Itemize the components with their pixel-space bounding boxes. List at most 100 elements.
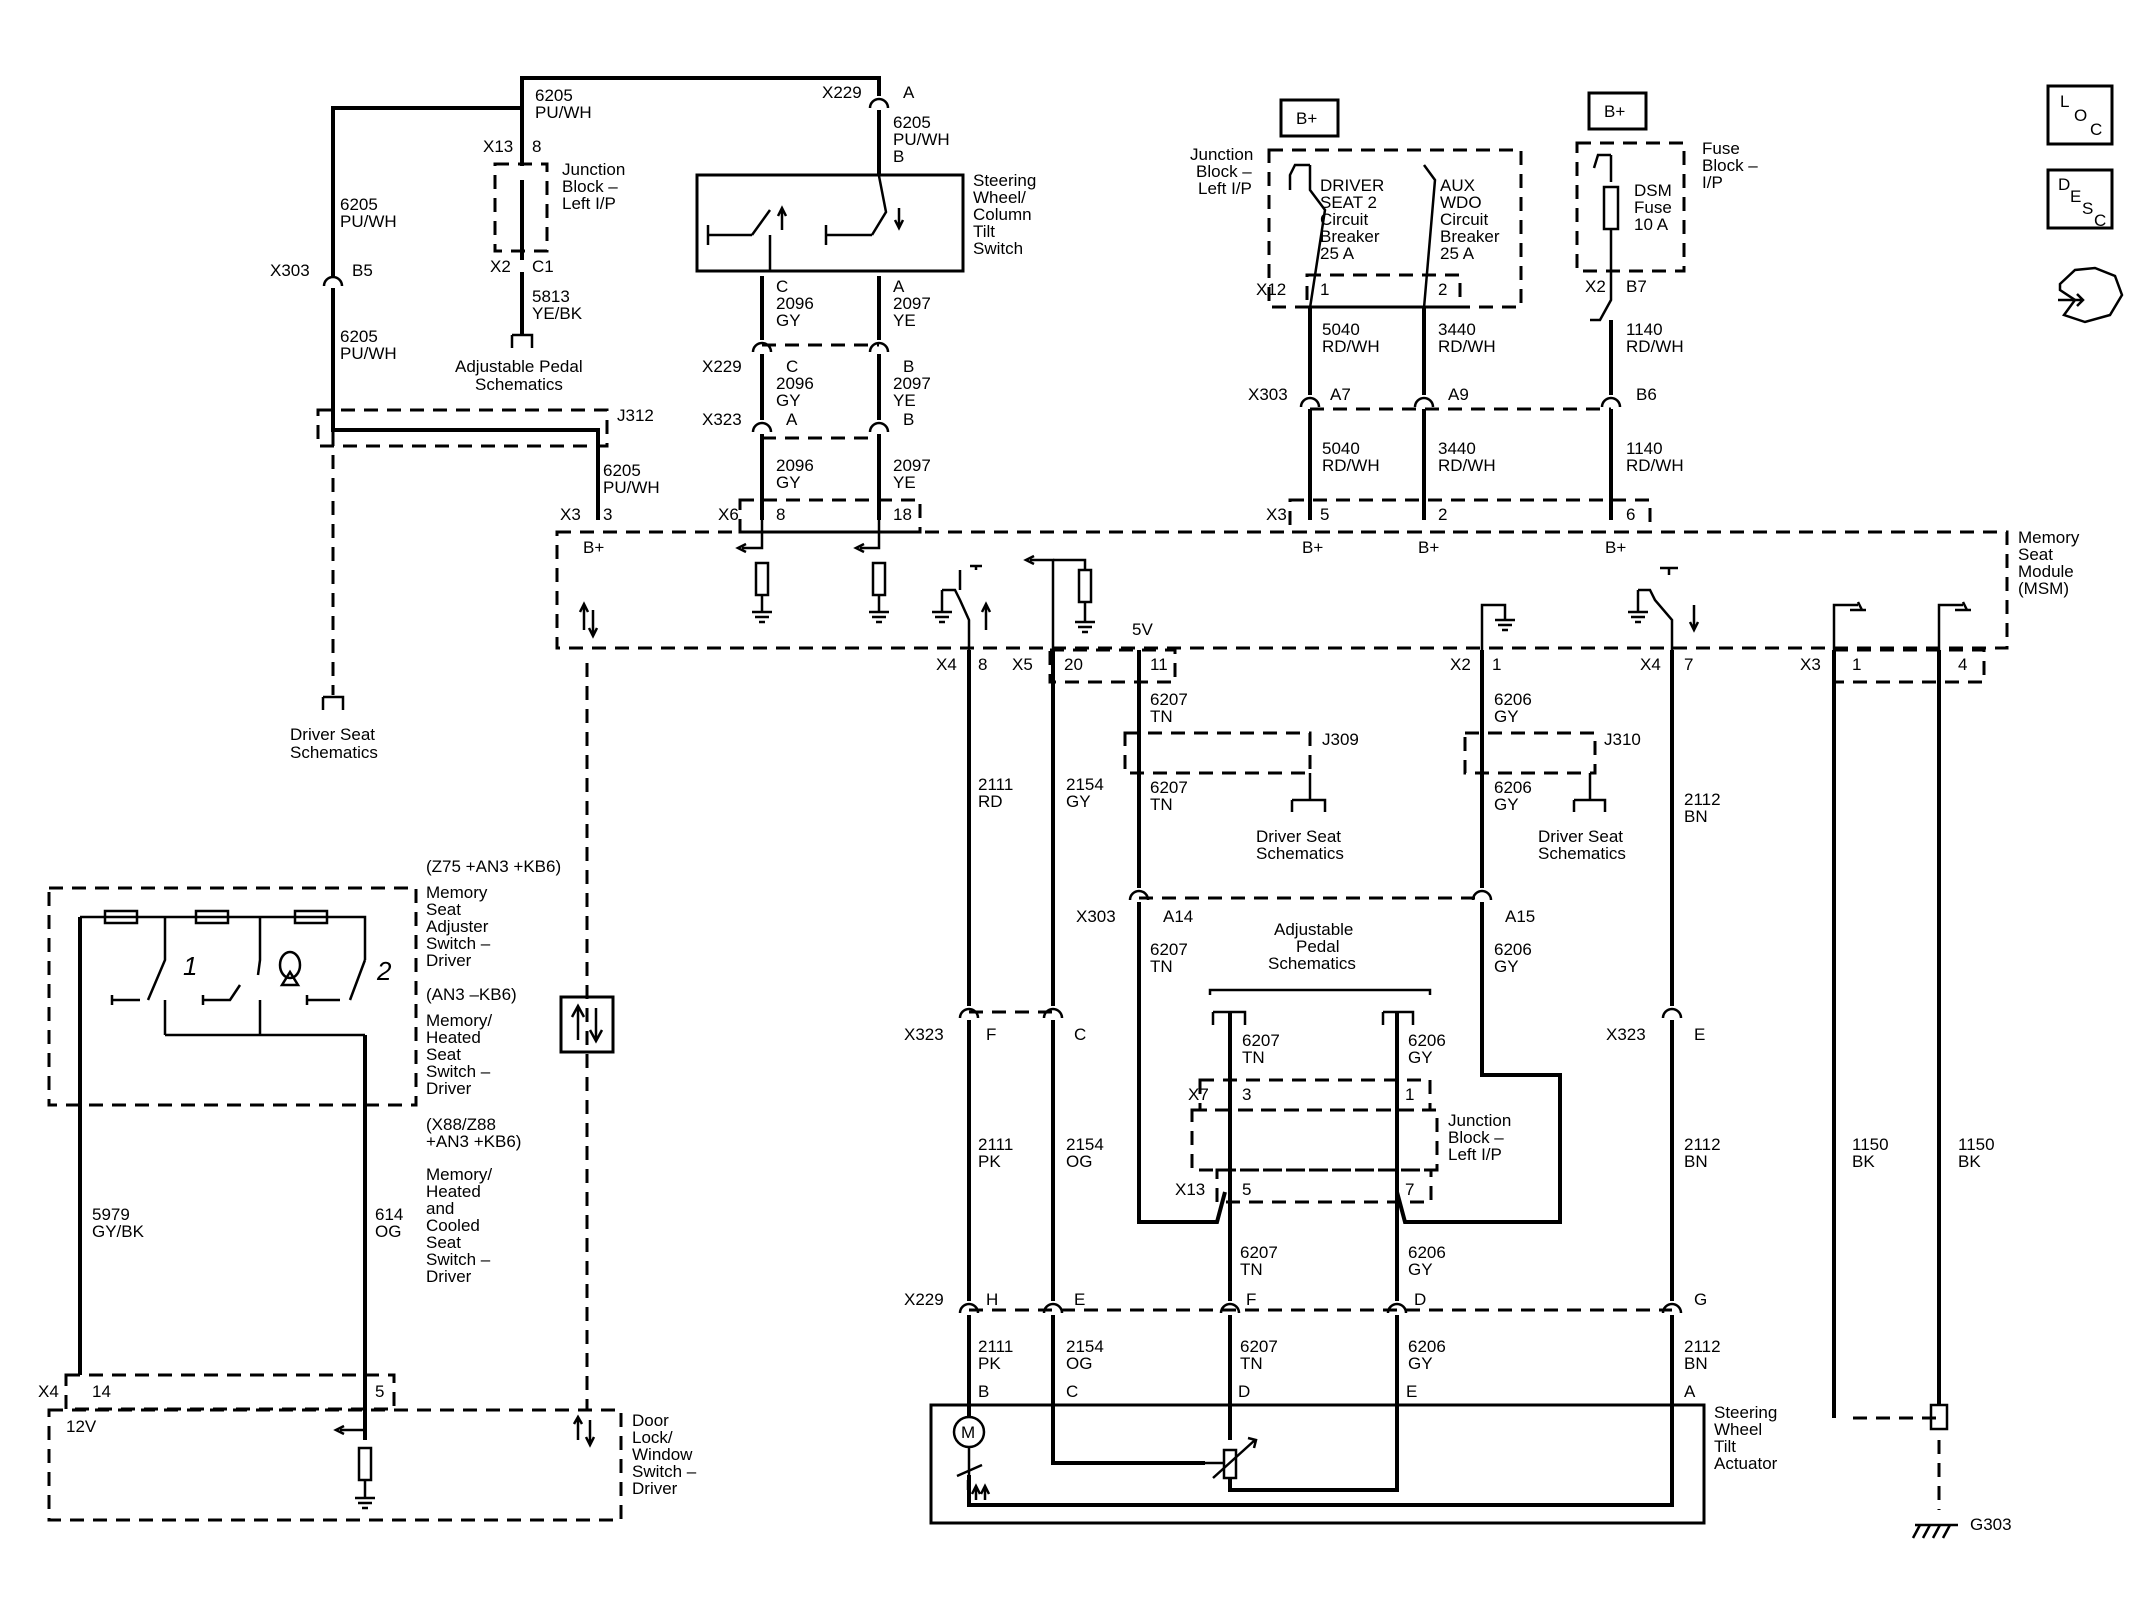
jb-c3: Left I/P (1448, 1145, 1502, 1164)
wire-6207-d: 6207 (1242, 1031, 1280, 1050)
legend-icons (2046, 84, 2124, 324)
conn-x303-b: X303 (1248, 385, 1288, 404)
pin-h: H (986, 1290, 998, 1309)
pin-a-a: A (893, 277, 905, 296)
mh-5: Driver (426, 1079, 472, 1098)
color-2154-c: OG (1066, 1354, 1092, 1373)
conn-x229-b: X229 (702, 357, 742, 376)
color-5040-b: RD/WH (1322, 456, 1380, 475)
color-6206-c: GY (1494, 957, 1519, 976)
msm-4: (MSM) (2018, 579, 2069, 598)
color-2154-b: OG (1066, 1152, 1092, 1171)
wire-2112-c: 2112 (1684, 1337, 1721, 1356)
conn-x13-b: X13 (1175, 1180, 1205, 1199)
color-6207-e: TN (1240, 1260, 1263, 1279)
wire-6207-c: 6207 (1150, 940, 1188, 959)
pin-7-x13: 7 (1405, 1180, 1414, 1199)
pin-1-x12: 1 (1320, 280, 1329, 299)
adj-ped-b3: Schematics (1268, 954, 1356, 973)
cb2-3: Circuit (1440, 210, 1488, 229)
wire-2154-a: 2154 (1066, 775, 1104, 794)
color-2112-a: BN (1684, 807, 1708, 826)
conn-x2-c: X2 (1450, 655, 1471, 674)
color-6207-d: TN (1242, 1048, 1265, 1067)
opt1: (Z75 +AN3 +KB6) (426, 857, 561, 876)
color-2096-a: GY (776, 311, 801, 330)
wire-2111-a: 2111 (978, 775, 1013, 794)
wire-2097-c: 2097 (893, 456, 931, 475)
pin-a-b: A (786, 410, 798, 429)
wires (78, 76, 1941, 1507)
bp-c: B+ (1605, 538, 1626, 557)
cb2-2: WDO (1440, 193, 1482, 212)
conn-x4-b: X4 (1640, 655, 1661, 674)
color-2111-c: PK (978, 1354, 1001, 1373)
mh-4: Switch – (426, 1062, 491, 1081)
pin-4: 4 (1958, 655, 1967, 674)
color-6205-a: PU/WH (535, 103, 592, 122)
pin-bplus-1: B+ (583, 538, 604, 557)
loc-l: L (2060, 92, 2069, 111)
pin-c1: C1 (532, 257, 554, 276)
pin-5: 5 (1320, 505, 1329, 524)
mss-1: Memory (426, 883, 488, 902)
wire-6207-e: 6207 (1240, 1243, 1278, 1262)
pin-a14: A14 (1163, 907, 1193, 926)
bp-b: B+ (1418, 538, 1439, 557)
adj-ped-b2: Pedal (1296, 937, 1339, 956)
mh-2: Heated (426, 1028, 481, 1047)
wire-6206-b: 6206 (1494, 778, 1532, 797)
mhc-3: and (426, 1199, 454, 1218)
jb-right-2: Block – (1196, 162, 1252, 181)
wire-2154-b: 2154 (1066, 1135, 1104, 1154)
pin-a9: A9 (1448, 385, 1469, 404)
color-6205-c: PU/WH (340, 212, 397, 231)
drv-seat-c2: Schematics (1538, 844, 1626, 863)
wire-6207-b: 6207 (1150, 778, 1188, 797)
pin-18: 18 (893, 505, 912, 524)
color-5979: GY/BK (92, 1222, 145, 1241)
mss-4: Switch – (426, 934, 491, 953)
wire-1140-b: 1140 (1626, 439, 1663, 458)
pin-1-x3: 1 (1852, 655, 1861, 674)
dsm-2: Fuse (1634, 198, 1672, 217)
desc-d: D (2058, 175, 2070, 194)
bplus-box-1: B+ (1296, 109, 1317, 128)
pin-1-x7: 1 (1405, 1085, 1414, 1104)
wire-6206-e: 6206 (1408, 1243, 1446, 1262)
wire-6206-d: 6206 (1408, 1031, 1446, 1050)
cb2-4: Breaker (1440, 227, 1500, 246)
color-6205-d: PU/WH (340, 344, 397, 363)
act-2: Wheel (1714, 1420, 1762, 1439)
conn-x3-a: X3 (560, 505, 581, 524)
wire-6205-b: 6205 (893, 113, 931, 132)
dl-4: Switch – (632, 1462, 697, 1481)
pin-3: 3 (603, 505, 612, 524)
conn-x4-c: X4 (38, 1382, 59, 1401)
color-5040-a: RD/WH (1322, 337, 1380, 356)
opt3b: +AN3 +KB6) (426, 1132, 521, 1151)
mhc-1: Memory/ (426, 1165, 492, 1184)
pin-e-b: E (1074, 1290, 1085, 1309)
dashed-lines (331, 432, 1941, 1510)
conn-x303-a: X303 (270, 261, 310, 280)
conn-x2-b: X2 (1585, 277, 1606, 296)
wire-5979: 5979 (92, 1205, 130, 1224)
jb-left-1: Junction (562, 160, 625, 179)
color-2111-a: RD (978, 792, 1003, 811)
mhc-4: Cooled (426, 1216, 480, 1235)
pin-b5: B5 (352, 261, 373, 280)
dl-5: Driver (632, 1479, 678, 1498)
opt2: (AN3 –KB6) (426, 985, 517, 1004)
conn-x7: X7 (1188, 1085, 1209, 1104)
adj-pedal-2: Schematics (475, 375, 563, 394)
drv-seat-c1: Driver Seat (1538, 827, 1623, 846)
dsm-1: DSM (1634, 181, 1672, 200)
act-1: Steering (1714, 1403, 1777, 1422)
wire-1140-a: 1140 (1626, 320, 1663, 339)
bplus-box-2: B+ (1604, 102, 1625, 121)
pin-8-a: 8 (532, 137, 541, 156)
fuse-blk-3: I/P (1702, 173, 1723, 192)
drv-seat-a2: Schematics (290, 743, 378, 762)
pin-a7: A7 (1330, 385, 1351, 404)
